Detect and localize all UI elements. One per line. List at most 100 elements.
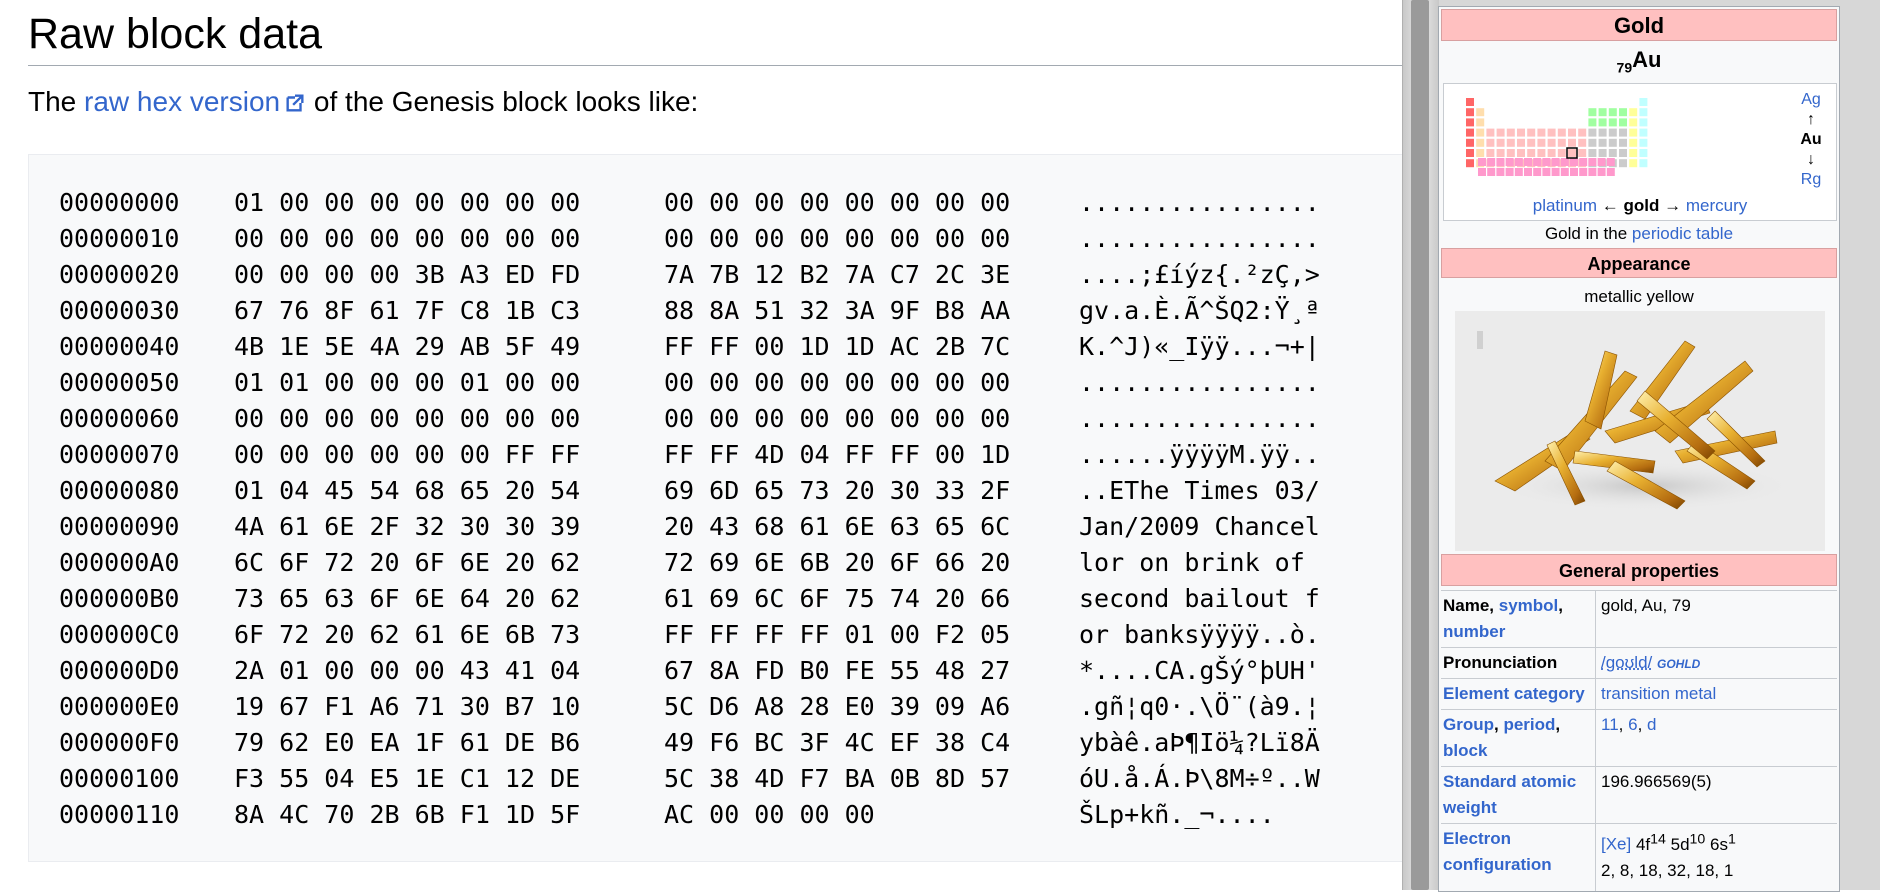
hex-bytes-second: 20 43 68 61 6E 63 65 6C (664, 512, 1011, 541)
arrow-down-icon: ↓ (1807, 151, 1815, 168)
gold-crystal-illustration (1477, 331, 1795, 511)
arrow-left-icon: ← (1601, 196, 1619, 215)
hex-ascii: or banksÿÿÿÿ..ò. (1079, 620, 1320, 649)
hex-ascii: .gñ¦q0·.\Ö¨(à9.¦ (1079, 692, 1320, 721)
heading-divider (28, 65, 1428, 66)
prop-key-link[interactable]: Element category (1443, 684, 1585, 703)
gold-crystal-image[interactable] (1455, 311, 1825, 551)
periodic-table-thumbnail: Ag ↑ Au ↓ Rg platinum ← gold → mercury (1443, 83, 1837, 221)
nav-current-name: gold (1623, 196, 1660, 215)
column-divider (1595, 648, 1596, 678)
hex-bytes-second: FF FF 4D 04 FF FF 00 1D (664, 440, 1011, 469)
prop-value: gold, Au, 79 (1601, 596, 1691, 615)
prop-value: [Xe] 4f14 5d10 6s1 2, 8, 18, 32, 18, 1 (1601, 826, 1831, 884)
hex-offset: 00000080 (59, 476, 180, 505)
config-text: 4f14 5d10 6s1 (1631, 831, 1736, 854)
period-link[interactable]: period (1503, 715, 1556, 734)
column-divider (1595, 710, 1596, 766)
group-value-link[interactable]: 11 (1601, 715, 1619, 734)
category-link[interactable]: transition metal (1601, 684, 1717, 703)
element-infobox: Gold 79Au Ag ↑ Au ↓ Rg platinum ← gold →… (1438, 6, 1840, 892)
hex-ascii: Jan/2009 Chancel (1079, 512, 1320, 541)
respelling: GOHLD (1656, 657, 1701, 671)
element-symbol: 79Au (1439, 47, 1839, 75)
scrollbar-thumb[interactable] (1411, 0, 1429, 890)
hex-bytes-second: 00 00 00 00 00 00 00 00 (664, 188, 1011, 217)
panel-scrollbar[interactable] (1402, 0, 1439, 890)
column-divider (1595, 767, 1596, 823)
hex-bytes-second: FF FF FF FF 01 00 F2 05 (664, 620, 1011, 649)
period-value-link[interactable]: 6 (1628, 715, 1638, 734)
hex-offset: 00000010 (59, 224, 180, 253)
shell-counts: 2, 8, 18, 32, 18, 1 (1601, 860, 1734, 880)
hex-bytes-first: 6C 6F 72 20 6F 6E 20 62 (234, 548, 581, 577)
hex-ascii: gv.a.È.Ã^ŠQ2:Ÿ¸ª (1079, 296, 1320, 325)
nav-current-symbol: Au (1800, 131, 1822, 148)
symbol-link[interactable]: symbol (1498, 596, 1559, 615)
block-value-link[interactable]: d (1647, 715, 1657, 734)
hex-bytes-second: 69 6D 65 73 20 30 33 2F (664, 476, 1011, 505)
hex-bytes-second: 5C 38 4D F7 BA 0B 8D 57 (664, 764, 1011, 793)
hex-offset: 00000020 (59, 260, 180, 289)
prop-key-link[interactable]: Standard atomic weight (1443, 772, 1577, 817)
hex-offset: 000000A0 (59, 548, 180, 577)
hex-bytes-second: 72 69 6E 6B 20 6F 66 20 (664, 548, 1011, 577)
hex-offset: 00000060 (59, 404, 180, 433)
hex-ascii: K.^J)«_Iÿÿ...¬+| (1079, 332, 1320, 361)
hex-ascii: *....CA.gŠý°þUH' (1079, 656, 1320, 685)
ipa-link[interactable]: /ɡoʊld/ (1601, 653, 1653, 672)
hex-bytes-first: 00 00 00 00 3B A3 ED FD (234, 260, 581, 289)
hex-bytes-first: 01 01 00 00 00 01 00 00 (234, 368, 581, 397)
periodic-caption: Gold in the periodic table (1439, 224, 1839, 244)
nav-left-link[interactable]: platinum (1532, 196, 1598, 215)
xe-link[interactable]: [Xe] (1601, 834, 1632, 854)
periodic-table-link[interactable]: periodic table (1631, 224, 1734, 243)
prop-key: Name, symbol, number (1443, 593, 1593, 645)
intro-prefix: The (28, 86, 85, 117)
hex-offset: 00000090 (59, 512, 180, 541)
nav-right-link[interactable]: mercury (1685, 196, 1748, 215)
hex-bytes-second: 5C D6 A8 28 E0 39 09 A6 (664, 692, 1011, 721)
general-properties-heading: General properties (1441, 554, 1837, 586)
hex-offset: 00000050 (59, 368, 180, 397)
nav-down-link[interactable]: Rg (1800, 171, 1822, 188)
key-sep: , (1494, 715, 1504, 734)
hex-bytes-first: 6F 72 20 62 61 6E 6B 73 (234, 620, 581, 649)
hex-ascii: ................ (1079, 188, 1320, 217)
raw-hex-link[interactable]: raw hex version (84, 86, 281, 117)
hex-offset: 00000110 (59, 800, 180, 829)
group-link[interactable]: Group (1443, 715, 1494, 734)
hex-bytes-first: 00 00 00 00 00 00 00 00 (234, 404, 581, 433)
prop-element-category: Element category transition metal (1441, 678, 1837, 709)
key-sep: , (1555, 715, 1561, 734)
periodic-table-minimap[interactable] (1458, 94, 1788, 192)
hex-ascii: second bailout f (1079, 584, 1320, 613)
intro-suffix: of the Genesis block looks like: (306, 86, 699, 117)
hex-bytes-second: 88 8A 51 32 3A 9F B8 AA (664, 296, 1011, 325)
appearance-value: metallic yellow (1584, 287, 1694, 306)
hex-bytes-second: FF FF 00 1D 1D AC 2B 7C (664, 332, 1011, 361)
hex-bytes-second: 00 00 00 00 00 00 00 00 (664, 368, 1011, 397)
hex-bytes-first: 00 00 00 00 00 00 00 00 (234, 224, 581, 253)
column-divider (1595, 591, 1596, 647)
prop-pronunciation: Pronunciation /ɡoʊld/ GOHLD (1441, 647, 1837, 678)
hex-bytes-second: 7A 7B 12 B2 7A C7 2C 3E (664, 260, 1011, 289)
hex-offset: 00000000 (59, 188, 180, 217)
hex-bytes-second: 61 69 6C 6F 75 74 20 66 (664, 584, 1011, 613)
number-link[interactable]: number (1443, 622, 1506, 641)
hex-ascii: ŠLp+kñ._¬.... (1079, 800, 1275, 829)
prop-value: 196.966569(5) (1601, 772, 1712, 791)
hex-ascii: ................ (1079, 368, 1320, 397)
block-link[interactable]: block (1443, 741, 1488, 760)
hex-offset: 00000030 (59, 296, 180, 325)
hex-bytes-first: F3 55 04 E5 1E C1 12 DE (234, 764, 581, 793)
prop-key: Group, period, block (1443, 712, 1593, 764)
column-divider (1595, 824, 1596, 891)
hex-ascii: ..EThe Times 03/ (1079, 476, 1320, 505)
hex-offset: 00000100 (59, 764, 180, 793)
nav-up-link[interactable]: Ag (1801, 91, 1821, 108)
prop-key-link[interactable]: Electron configuration (1443, 829, 1552, 874)
hex-ascii: ....;£íýz{.²zÇ,> (1079, 260, 1320, 289)
key-name: Name, (1443, 596, 1499, 615)
